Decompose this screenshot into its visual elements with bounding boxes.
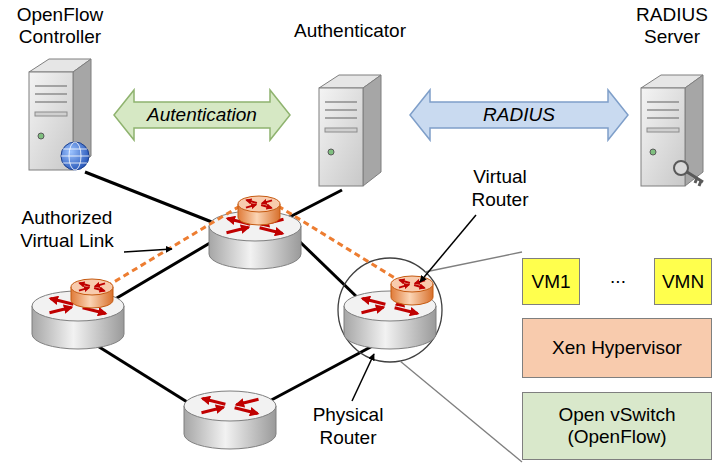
text-group: Authenticator: [290, 20, 410, 42]
radius-server: RADIUS Server: [628, 4, 716, 190]
callout-label: Virtual Router: [452, 166, 548, 212]
server-icon: [25, 56, 95, 174]
server-label: OpenFlow Controller: [6, 4, 114, 48]
leader-lines: [124, 215, 476, 401]
text-group: Xen Hypervisor: [552, 337, 682, 359]
vm-box: VMN: [654, 258, 712, 305]
edge-label: Autentication: [145, 104, 259, 126]
text-group: VMN: [662, 271, 704, 293]
physical-links: [85, 172, 380, 410]
text-group: Open vSwitch (OpenFlow): [527, 404, 707, 448]
virtual-routers: [71, 196, 433, 308]
box-label: Open vSwitch (OpenFlow): [527, 404, 707, 448]
virtual-router: [391, 276, 433, 305]
openflow-switch-box: Open vSwitch (OpenFlow): [522, 392, 712, 460]
box-label: VMN: [662, 271, 704, 293]
hypervisor-box: Xen Hypervisor: [522, 318, 712, 378]
text-group: VM1: [531, 271, 570, 293]
server-label: RADIUS Server: [628, 4, 716, 48]
text-group: OpenFlow Controller: [6, 4, 114, 48]
server-label: Authenticator: [290, 20, 410, 42]
server-icon: [637, 72, 707, 190]
block-arrow: [410, 90, 628, 140]
authenticator-server: Authenticator: [290, 20, 410, 190]
vm-box: VM1: [522, 258, 580, 305]
physical-router: [184, 391, 276, 449]
callout-label: Authorized Virtual Link: [2, 207, 132, 253]
server-icon: [315, 72, 385, 190]
callout-label: Physical Router: [300, 404, 396, 450]
virtual-router: [71, 279, 113, 308]
edge-label: RADIUS: [481, 104, 557, 126]
virtual-router: [238, 196, 280, 225]
box-label: Xen Hypervisor: [552, 337, 682, 359]
box-label: VM1: [531, 271, 570, 293]
block-arrow: [114, 90, 290, 140]
text-group: RADIUS Server: [628, 4, 716, 48]
controller-server: OpenFlow Controller: [6, 4, 114, 174]
ellipsis: ...: [590, 266, 646, 289]
